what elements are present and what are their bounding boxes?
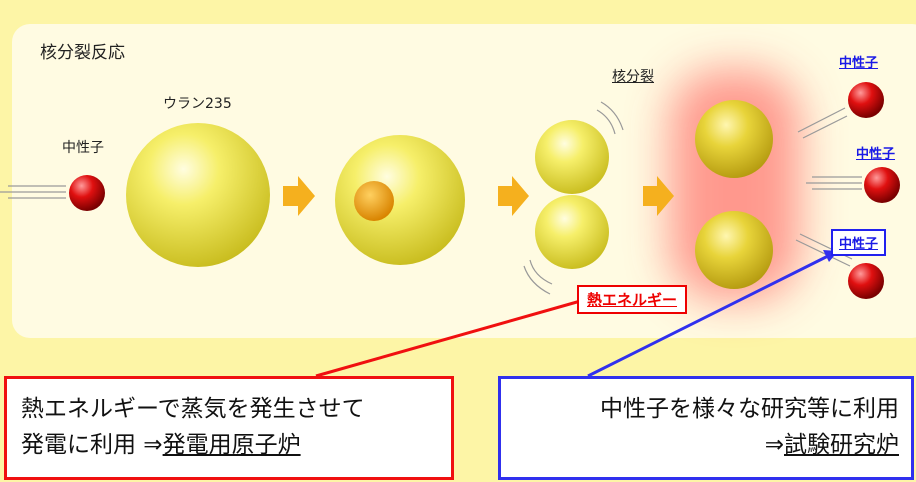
outgoing-neutron-2	[864, 167, 900, 203]
incoming-neutron	[69, 175, 105, 211]
neutron-label-1: 中性子	[839, 56, 879, 71]
power-callout-line2: 発電に利用 ⇒発電用原子炉	[21, 427, 451, 463]
power-reactor-callout: 熱エネルギーで蒸気を発生させて 発電に利用 ⇒発電用原子炉	[4, 376, 454, 480]
power-callout-line1: 熱エネルギーで蒸気を発生させて	[21, 396, 365, 422]
research-callout-line2: ⇒試験研究炉	[501, 427, 899, 463]
research-callout-line1: 中性子を様々な研究等に利用	[600, 396, 899, 422]
research-reactor-callout: 中性子を様々な研究等に利用 ⇒試験研究炉	[498, 376, 914, 480]
fragment-lower	[695, 211, 773, 289]
diagram-title: 核分裂反応	[40, 43, 125, 63]
outgoing-neutron-1	[848, 82, 884, 118]
research-reactor-link[interactable]: 試験研究炉	[784, 432, 899, 458]
heat-energy-label: 熱エネルギー	[577, 285, 688, 314]
fission-label: 核分裂	[612, 69, 654, 85]
uranium-label: ウラン235	[163, 96, 232, 112]
neutron-label-3: 中性子	[831, 229, 887, 256]
fragment-upper	[695, 100, 773, 178]
power-callout-prefix: 発電に利用 ⇒	[21, 432, 163, 458]
vibration-lines	[523, 101, 624, 295]
arrow-3	[643, 176, 674, 216]
arrow-2	[498, 176, 529, 216]
uranium-nucleus	[126, 123, 270, 267]
absorbed-neutron	[354, 181, 394, 221]
split-upper	[535, 120, 609, 194]
split-lower	[535, 195, 609, 269]
outgoing-neutron-3	[848, 263, 884, 299]
neutron-label-2: 中性子	[856, 147, 896, 162]
heat-pointer-line	[315, 298, 585, 378]
arrow-1	[283, 176, 315, 216]
neutron-pointer-line	[587, 254, 829, 378]
research-callout-prefix: ⇒	[764, 432, 784, 458]
compound-nucleus	[335, 135, 465, 265]
speed-lines-incoming	[0, 185, 66, 199]
power-reactor-link[interactable]: 発電用原子炉	[162, 432, 301, 458]
incoming-neutron-label: 中性子	[62, 140, 104, 156]
